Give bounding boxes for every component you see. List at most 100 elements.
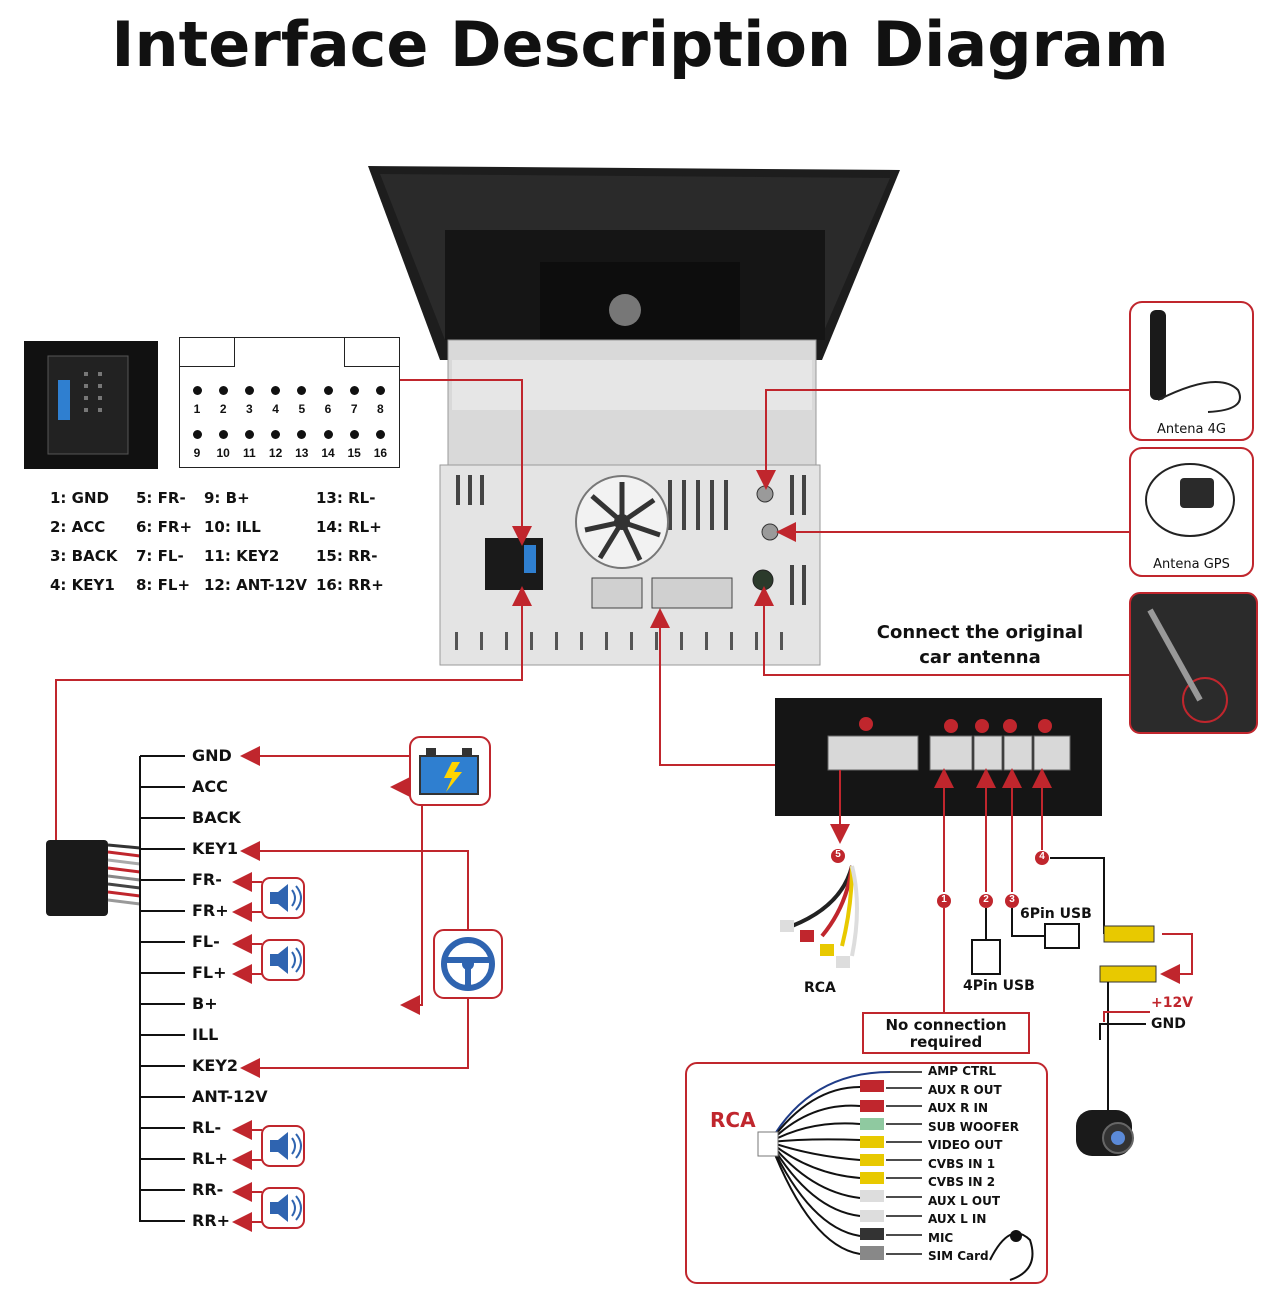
- port-number-4: 4: [1039, 851, 1045, 862]
- wire-label-acc: ACC: [192, 777, 228, 796]
- rca-output-label: SUB WOOFER: [928, 1119, 1019, 1134]
- pin-dot: [244, 386, 254, 395]
- harness-plug: [46, 840, 141, 916]
- rca-output-label: AUX R IN: [928, 1101, 989, 1115]
- battery-icon: [409, 736, 491, 806]
- mic-icon: [989, 1230, 1034, 1281]
- antenna-gps-image: [1129, 447, 1254, 577]
- speaker-icon-rear-right: [261, 1187, 305, 1229]
- pin-dot: [192, 430, 202, 439]
- wire-label-ill: ILL: [192, 1025, 219, 1044]
- car-antenna-line2: car antenna: [919, 647, 1041, 668]
- rca-output-label: AUX L OUT: [928, 1193, 1001, 1208]
- pin-legend-entry: 13: RL-: [316, 489, 376, 507]
- rca-output-box: [685, 1062, 1048, 1284]
- gnd-label: GND: [1151, 1016, 1186, 1032]
- pin-number: 2: [219, 402, 227, 416]
- rca-output-label: CVBS IN 1: [928, 1156, 996, 1171]
- wire-label-fr-: FR-: [192, 870, 222, 889]
- wire-label-fr-: FR+: [192, 901, 229, 920]
- speaker-icon-front-right: [261, 877, 305, 919]
- wire-label-rl-: RL+: [192, 1149, 228, 1168]
- wire-label-key1: KEY1: [192, 839, 239, 858]
- pin-legend-entry: 10: ILL: [204, 518, 261, 536]
- pin-dot: [297, 386, 307, 395]
- no-connection-note: No connection required: [862, 1012, 1030, 1054]
- steering-wheel-icon: [433, 929, 503, 999]
- pin-legend-entry: 6: FR+: [136, 518, 193, 536]
- pin-legend-entry: 3: BACK: [50, 547, 118, 565]
- speaker-icon-front-left: [261, 939, 305, 981]
- rca-output-label: SIM Card: [928, 1249, 989, 1263]
- pin-legend-entry: 4: KEY1: [50, 576, 115, 594]
- pin-number: 11: [243, 446, 256, 460]
- pin-number: 4: [272, 402, 279, 416]
- pin-dot: [192, 386, 202, 395]
- connector-pin-1: 1: [184, 386, 210, 416]
- radio-unit: [368, 166, 900, 666]
- antenna-4g-label: Antena 4G: [1157, 422, 1226, 437]
- connector-pin-3: 3: [236, 386, 262, 416]
- plus12v-label: +12V: [1151, 995, 1194, 1011]
- port-number-2: 2: [983, 894, 989, 905]
- usb-6pin-plug: [1011, 908, 1080, 949]
- connector-pin-5: 5: [289, 386, 315, 416]
- rca-output-label: AUX L IN: [928, 1212, 987, 1226]
- pin-number: 3: [246, 402, 253, 416]
- pin-dot: [375, 386, 385, 395]
- pin-number: 1: [193, 402, 201, 416]
- pin-number: 10: [216, 446, 230, 460]
- pin-legend-entry: 8: FL+: [136, 576, 191, 594]
- pin-dot: [323, 386, 333, 395]
- pin-legend-entry: 9: B+: [204, 489, 250, 507]
- pin-dot: [349, 430, 359, 439]
- connector-pin-14: 14: [315, 430, 341, 460]
- no-connection-line1: No connection: [885, 1016, 1007, 1034]
- pin-number: 14: [321, 446, 335, 460]
- pin-number: 16: [373, 446, 388, 460]
- wire-label-gnd: GND: [192, 746, 232, 765]
- car-antenna-photo: [1129, 592, 1258, 734]
- rca-output-label: MIC: [928, 1230, 954, 1245]
- rca-output-label: AUX R OUT: [928, 1082, 1002, 1097]
- pin-dot: [297, 430, 307, 439]
- rca-cable-label: RCA: [804, 980, 836, 996]
- rca-bundle-cable: [791, 865, 859, 957]
- pin-number: 8: [377, 402, 384, 416]
- pin-legend-entry: 16: RR+: [316, 576, 384, 594]
- connector-pin-13: 13: [289, 430, 315, 460]
- connector-pin-6: 6: [315, 386, 341, 416]
- usb-6pin-label: 6Pin USB: [1020, 906, 1092, 922]
- pin-legend-entry: 5: FR-: [136, 489, 186, 507]
- wire-label-b-: B+: [192, 994, 218, 1013]
- pin-legend-entry: 12: ANT-12V: [204, 576, 307, 594]
- rca-output-label: AMP CTRL: [928, 1064, 997, 1078]
- pin-number: 6: [324, 402, 332, 416]
- wire-label-rl-: RL-: [192, 1118, 222, 1137]
- pin-legend-entry: 14: RL+: [316, 518, 382, 536]
- pin-dot: [218, 430, 228, 439]
- pin-number: 7: [350, 402, 358, 416]
- page-title: Interface Description Diagram: [111, 8, 1169, 81]
- usb-4pin-plug: [971, 908, 1001, 975]
- connector-pin-8: 8: [367, 386, 393, 416]
- rca-plugs: [860, 1080, 884, 1260]
- port-number-3: 3: [1009, 894, 1015, 905]
- no-connection-line2: required: [909, 1033, 983, 1051]
- connector-pin-11: 11: [236, 430, 262, 460]
- connector-pin-16: 16: [367, 430, 393, 460]
- port-number-1: 1: [941, 894, 947, 905]
- connector-pin-2: 2: [210, 386, 236, 416]
- pin-dot: [244, 430, 254, 439]
- rca-output-label: VIDEO OUT: [928, 1138, 1003, 1152]
- pin-number: 15: [347, 446, 361, 460]
- wire-label-back: BACK: [192, 808, 241, 827]
- pin-number: 12: [268, 446, 283, 460]
- antenna-4g-image: [1129, 301, 1254, 441]
- rca-box-title: RCA: [710, 1108, 756, 1132]
- pin-legend-entry: 7: FL-: [136, 547, 184, 565]
- connector-pin-4: 4: [263, 386, 289, 416]
- pin-legend-entry: 2: ACC: [50, 518, 106, 536]
